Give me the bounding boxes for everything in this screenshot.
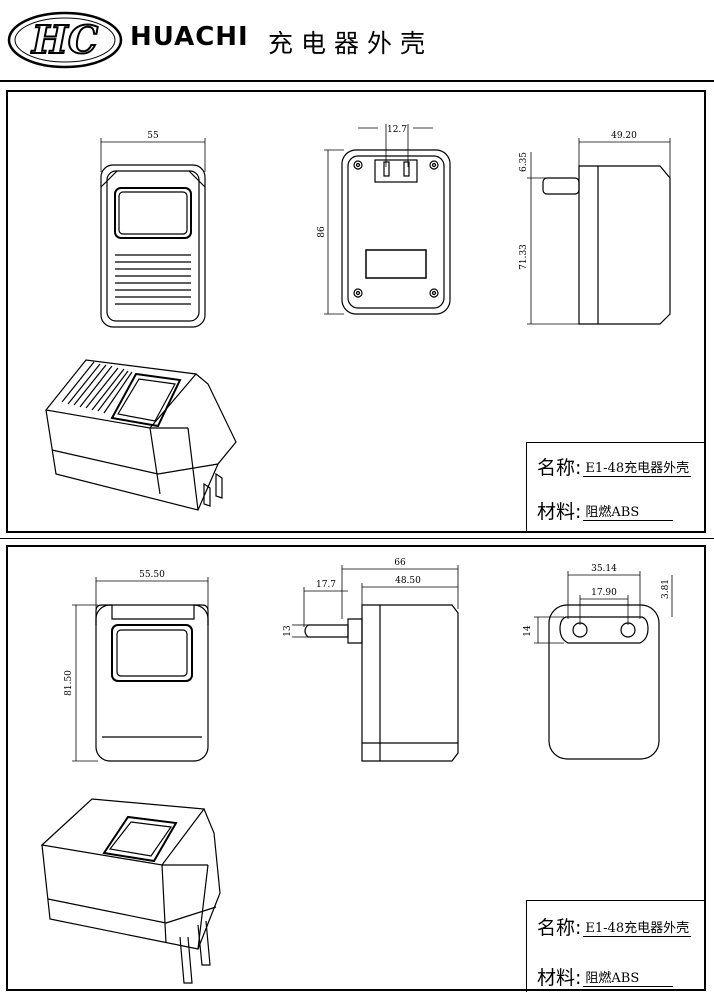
dim-height: 86 xyxy=(317,226,327,238)
drawing-canvas-2: 55.50 81.50 66 48.50 17.7 13 xyxy=(40,558,673,984)
dim-plug-spacing: 12.7 xyxy=(387,125,407,135)
name-label-2: 名称: xyxy=(537,917,582,939)
brand-name: HUACHI xyxy=(130,22,249,52)
dim-front-width-2: 55.50 xyxy=(139,570,165,580)
material-value-2: 阻燃ABS xyxy=(583,967,674,987)
material-value: 阻燃ABS xyxy=(583,501,674,521)
dim-side-height: 71.33 xyxy=(519,244,529,270)
name-value: E1-48充电器外壳 xyxy=(583,457,692,477)
header: HC HUACHI 充电器外壳 xyxy=(0,0,714,82)
dim-front-width: 55 xyxy=(147,131,159,141)
title-block-2: 名称:E1-48充电器外壳 材料:阻燃ABS xyxy=(526,900,706,992)
name-row: 名称:E1-48充电器外壳 xyxy=(537,453,692,480)
section-rule xyxy=(0,538,714,539)
name-label: 名称: xyxy=(537,457,582,479)
end-view-2 xyxy=(534,571,673,760)
back-view-1 xyxy=(324,124,451,315)
dim-front-height-2: 81.50 xyxy=(64,670,74,696)
dim-top-width: 35.14 xyxy=(591,564,617,574)
page-title: 充电器外壳 xyxy=(268,29,434,58)
material-row-2: 材料:阻燃ABS xyxy=(537,963,674,990)
dim-top-pin-height: 14 xyxy=(523,625,533,637)
dim-pin-length: 17.7 xyxy=(316,580,336,590)
dim-side-body: 48.50 xyxy=(395,576,421,586)
iso-vents-1 xyxy=(61,361,133,414)
side-view-2 xyxy=(292,565,459,762)
title-block-1: 名称:E1-48充电器外壳 材料:阻燃ABS xyxy=(526,442,706,533)
dim-pin-spacing: 17.90 xyxy=(591,588,617,598)
material-row: 材料:阻燃ABS xyxy=(537,497,674,524)
iso-view-1 xyxy=(44,359,237,511)
name-value-2: E1-48充电器外壳 xyxy=(583,917,692,937)
dim-pin-dia: 13 xyxy=(283,625,293,637)
header-rule xyxy=(0,80,714,82)
drawing-panel-1: 55 12.7 86 xyxy=(6,90,706,533)
dim-pin-offset-2: 3.81 xyxy=(661,579,671,599)
drawing-panel-2: 55.50 81.50 66 48.50 17.7 13 xyxy=(6,545,706,992)
name-row-2: 名称:E1-48充电器外壳 xyxy=(537,913,692,940)
side-view-1 xyxy=(527,138,671,325)
material-label: 材料: xyxy=(537,501,582,523)
dim-side-depth: 49.20 xyxy=(611,131,637,141)
hc-logo: HC xyxy=(7,11,123,69)
dim-pin-offset: 6.35 xyxy=(519,152,529,172)
iso-view-2 xyxy=(40,798,221,984)
vent-slots xyxy=(115,254,191,305)
drawing-canvas-1: 55 12.7 86 xyxy=(44,124,671,511)
front-view-1 xyxy=(100,138,206,328)
material-label-2: 材料: xyxy=(537,967,582,989)
logo-text: HC xyxy=(31,17,98,62)
front-view-2 xyxy=(72,577,209,762)
dim-side-total: 66 xyxy=(394,558,406,568)
